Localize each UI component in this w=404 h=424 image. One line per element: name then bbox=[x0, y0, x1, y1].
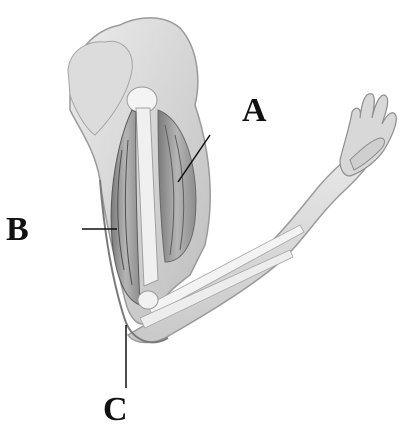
elbow-joint bbox=[138, 291, 158, 309]
palm bbox=[340, 94, 396, 176]
label-b: B bbox=[6, 211, 29, 248]
upper-arm bbox=[68, 18, 210, 324]
hand bbox=[340, 94, 396, 176]
label-c: C bbox=[103, 391, 128, 424]
label-a: A bbox=[242, 92, 267, 129]
